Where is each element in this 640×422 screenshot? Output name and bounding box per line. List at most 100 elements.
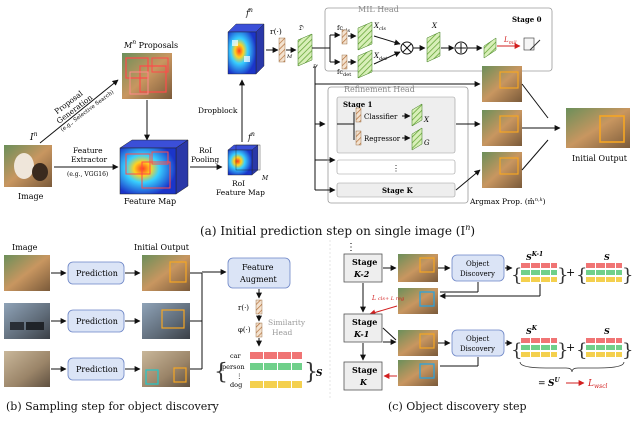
fc-det-block: [341, 54, 348, 70]
b-initial-output-label: Initial Output: [134, 243, 190, 252]
x-n-label: X: [431, 22, 438, 30]
object-discovery-1[interactable]: [451, 254, 505, 282]
b-prediction-3-label: Prediction: [76, 365, 118, 374]
object-discovery-1-text-1: Object: [466, 260, 489, 268]
c-image-k2: [398, 254, 438, 282]
fc-cls-block: [341, 29, 348, 45]
s-plain-label-2: S: [604, 326, 610, 336]
stage0-label: Stage 0: [512, 15, 542, 24]
b-image-2: [4, 303, 50, 339]
M-label-roi: M: [261, 175, 269, 182]
feature-augment-text-1: Feature: [242, 263, 274, 272]
green-feature-set: [297, 33, 313, 67]
refinement-head-box: [327, 86, 469, 204]
c-vdots: ⋮: [346, 242, 356, 253]
dropblocked-feature: [227, 23, 265, 75]
stage-k1-box[interactable]: [343, 313, 383, 343]
fc-det-label: fcdet: [337, 68, 351, 78]
l-cls-reg-label: L: [371, 295, 376, 302]
b-s-symbol: S: [316, 369, 323, 379]
dog-shape: [14, 153, 34, 179]
roi-pooling-text-2: Pooling: [191, 155, 219, 164]
b-output-3: [142, 351, 190, 387]
b-prediction-2[interactable]: [67, 309, 125, 333]
x-cls-label: Xcls: [373, 22, 386, 32]
stage-k-label-1: Stage: [352, 365, 377, 375]
s-matrix-c2: [586, 338, 622, 357]
fhat-label: f̂n: [245, 7, 253, 18]
feature-map-cube: [119, 139, 189, 195]
image-symbol: In: [29, 131, 38, 143]
feature-extractor-text-2: Extractor: [71, 155, 108, 164]
s-k-label: SK: [526, 325, 538, 336]
stageK-label: Stage K: [382, 186, 414, 195]
b-output-2: [142, 303, 190, 339]
stage-ellipsis: ⋮: [392, 164, 400, 173]
caption-c: (c) Object discovery step: [388, 400, 527, 413]
feature-map-label: Feature Map: [124, 197, 176, 206]
svg-text:}: }: [304, 360, 318, 385]
feature-extractor-text-1: Feature: [73, 146, 103, 155]
l-wscl-label: Lwscl: [587, 379, 608, 390]
b-image-3: [4, 351, 50, 387]
dropblock-label: Dropblock: [198, 106, 238, 115]
b-output-1: [142, 255, 190, 291]
stage-k1-label-2: K-1: [353, 329, 369, 339]
proposals-title: Mn Proposals: [123, 39, 178, 50]
svg-text:{: {: [214, 360, 228, 385]
object-discovery-2[interactable]: [451, 329, 505, 357]
svg-text:}: }: [557, 340, 568, 361]
b-image-label: Image: [12, 243, 38, 252]
s-matrix: [250, 352, 302, 388]
similarity-head-text-2: Head: [272, 328, 292, 337]
r-func-label: r(·): [270, 27, 282, 36]
svg-text:+: +: [566, 266, 575, 279]
stage-k-label-2: K: [359, 377, 368, 387]
initial-output-label: Initial Output: [572, 154, 628, 163]
stage-k2-box[interactable]: [343, 253, 383, 283]
x-n-block: [426, 31, 441, 63]
regressor-label: Regressor: [364, 135, 401, 143]
l-mil-label: Lmil: [503, 36, 517, 46]
g-n1-block: [411, 127, 423, 151]
similarity-head-text-1: Similarity: [268, 318, 306, 327]
argmax-image-k: [482, 152, 522, 188]
refinement-head-label: Refinement Head: [344, 85, 415, 94]
svg-text:{: {: [511, 265, 522, 286]
b-r-func: r(·): [238, 304, 249, 312]
b-r-vector: [255, 299, 263, 315]
panel-a: In Image Proposal Generation (e.g., Sele…: [4, 5, 630, 206]
svg-text:cls+ L reg: cls+ L reg: [378, 296, 404, 302]
pseudo-label-icon: [523, 37, 535, 51]
s-u-label: SU: [548, 377, 561, 389]
svg-text:{: {: [576, 340, 587, 361]
argmax-label: Argmax Prop. (m̂n,k): [469, 197, 546, 206]
svg-text:𝔇: 𝔇: [298, 24, 304, 32]
stage-k1-label-1: Stage: [352, 317, 377, 327]
s-plain-label-1: S: [604, 252, 610, 262]
b-prediction-2-label: Prediction: [76, 317, 118, 326]
phi-n-block: [483, 37, 497, 59]
underbrace: [519, 361, 625, 373]
b-prediction-1[interactable]: [67, 261, 125, 285]
b-prediction-1-label: Prediction: [76, 269, 118, 278]
roi-feature-text-1: RoI: [232, 179, 245, 188]
caption-b: (b) Sampling step for object discovery: [6, 400, 219, 413]
svg-text:=: =: [538, 379, 546, 389]
feature-augment-box[interactable]: [227, 257, 291, 289]
x-cls-block: [357, 21, 373, 51]
g-n1-label: G: [424, 139, 430, 147]
stage-k-box[interactable]: [343, 361, 383, 391]
svg-text:+: +: [566, 341, 575, 354]
svg-text:}: }: [557, 265, 568, 286]
svg-text:}: }: [622, 340, 633, 361]
classifier-block: [355, 107, 362, 123]
class-person: person: [222, 363, 245, 371]
s-k-matrix: [521, 338, 557, 357]
svg-text:{: {: [511, 340, 522, 361]
roi-pooling-text-1: RoI: [199, 146, 212, 155]
stage-ellipsis-box: [336, 159, 456, 175]
feature-extractor-text-3: (e.g., VGG16): [67, 171, 108, 178]
b-prediction-3[interactable]: [67, 357, 125, 381]
